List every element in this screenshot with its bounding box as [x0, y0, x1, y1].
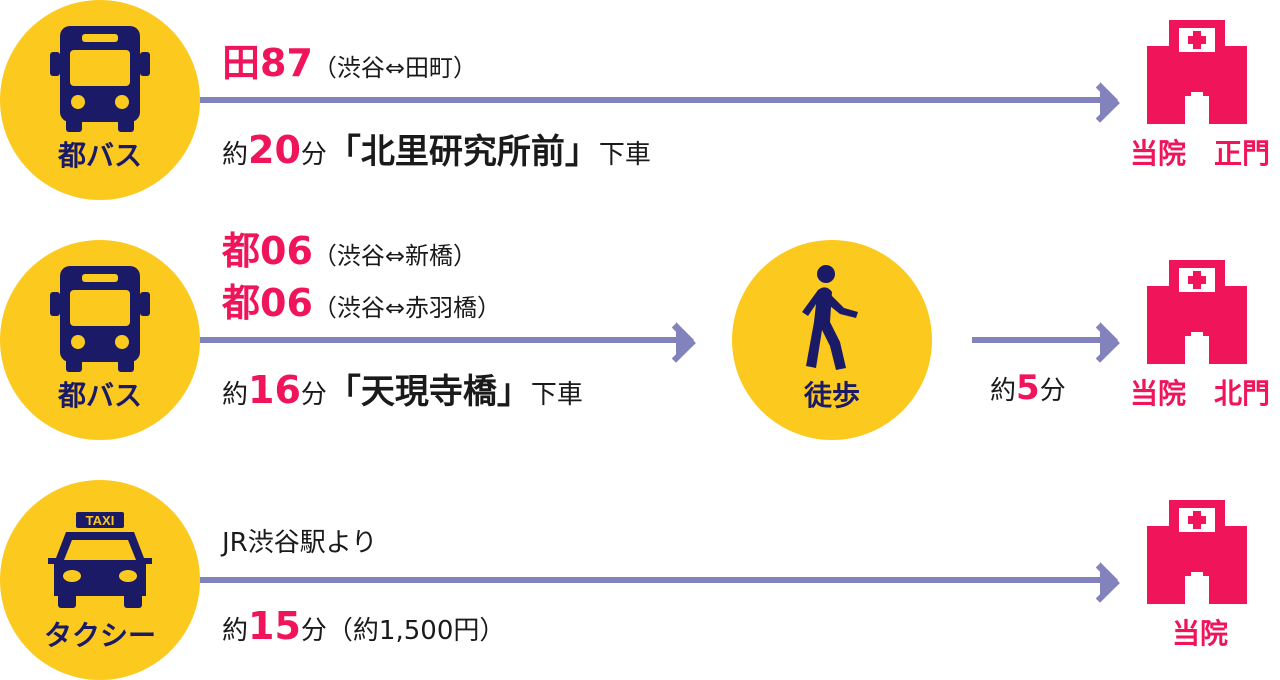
walk-duration: 約5分: [990, 368, 1066, 408]
line-code: 都06: [222, 229, 313, 273]
mode-label: タクシー: [43, 619, 156, 652]
destination-label: 当院 正門: [1129, 137, 1270, 170]
duration-row: 約16分「天現寺橋」下車: [222, 364, 583, 413]
line-code: 田87: [222, 41, 313, 85]
line-code: 都06: [222, 281, 313, 325]
line-code-row: 田87（渋谷⇔田町）: [222, 32, 477, 87]
destination-label: 当院: [1171, 617, 1228, 650]
fare: （約1,500円）: [326, 616, 506, 646]
taxi-sign: TAXI: [86, 513, 115, 528]
time-unit: 分: [300, 140, 327, 170]
stop-suffix: 下車: [530, 380, 583, 410]
route-taxi: TAXI タクシー JR渋谷駅より 約15分（約1,500円） 当院: [0, 480, 1280, 680]
time-value: 15: [248, 604, 301, 648]
bus-icon: [50, 26, 150, 132]
bus-stop-name: 「北里研究所前」: [326, 132, 599, 172]
time-prefix: 約: [222, 616, 249, 646]
hospital-icon: [1147, 260, 1247, 364]
walk-circle: 徒歩: [732, 240, 932, 440]
time-unit: 分: [300, 380, 327, 410]
time-value: 16: [248, 368, 301, 412]
time-unit: 分: [300, 616, 327, 646]
bus-mode-circle: 都バス: [0, 240, 200, 440]
hospital-icon: [1147, 500, 1247, 604]
line-route: （渋谷⇔新橋）: [312, 242, 477, 270]
route-arrow: [200, 322, 694, 358]
bus-icon: [50, 266, 150, 372]
line-code-row: 都06（渋谷⇔新橋）: [222, 220, 477, 275]
time-prefix: 約: [222, 380, 249, 410]
hospital-icon: [1147, 20, 1247, 124]
walk-prefix: 約: [990, 376, 1017, 406]
bus-mode-circle: 都バス: [0, 0, 200, 200]
origin-label: JR渋谷駅より: [222, 528, 378, 558]
route-bus-north-gate: 都バス 都06（渋谷⇔新橋） 都06（渋谷⇔赤羽橋） 約16分「天現寺橋」下車 …: [0, 229, 1280, 440]
stop-suffix: 下車: [598, 140, 651, 170]
route-arrow: [200, 82, 1118, 118]
line-route: （渋谷⇔赤羽橋）: [312, 294, 501, 322]
line-route: （渋谷⇔田町）: [312, 54, 477, 82]
destination-label: 当院 北門: [1129, 377, 1270, 410]
taxi-icon: TAXI: [48, 512, 152, 608]
route-bus-main-gate: 都バス 田87（渋谷⇔田町） 約20分「北里研究所前」下車 当院 正門: [0, 0, 1280, 200]
bus-stop-name: 「天現寺橋」: [326, 372, 531, 412]
mode-label: 都バス: [57, 139, 142, 172]
mode-label: 都バス: [57, 379, 142, 412]
walk-unit: 分: [1039, 376, 1066, 406]
time-prefix: 約: [222, 140, 249, 170]
walk-label: 徒歩: [803, 379, 860, 412]
duration-row: 約20分「北里研究所前」下車: [222, 124, 651, 173]
line-code-row: 都06（渋谷⇔赤羽橋）: [222, 272, 501, 327]
route-arrow: [200, 562, 1118, 598]
walking-person-icon: [802, 265, 858, 370]
walk-value: 5: [1016, 368, 1040, 408]
walk-arrow: [972, 322, 1118, 358]
taxi-mode-circle: TAXI タクシー: [0, 480, 200, 680]
time-value: 20: [248, 128, 301, 172]
duration-row: 約15分（約1,500円）: [222, 604, 505, 648]
